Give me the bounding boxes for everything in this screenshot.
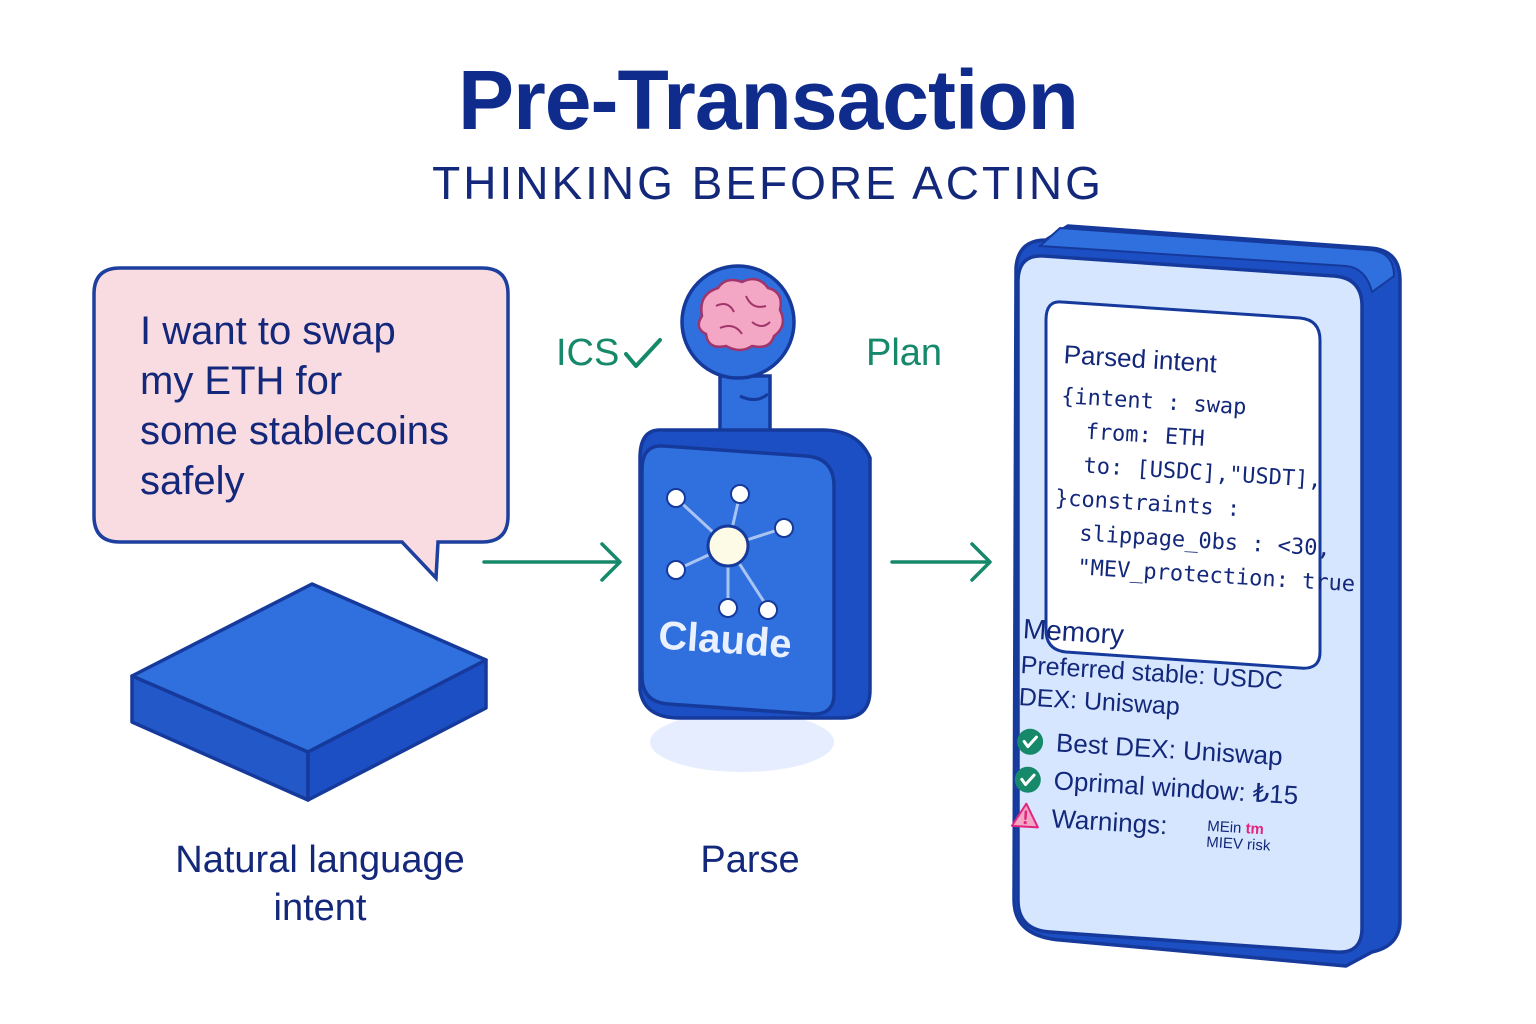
warning-details: MEin tm MIEV risk	[1205, 818, 1272, 855]
intent-line: safely	[140, 459, 245, 503]
memory-panel-frame	[1012, 224, 1402, 968]
memory-panel: Parsed intent {intent : swap from: ETH t…	[973, 252, 1356, 971]
intent-line: I want to swap	[140, 309, 396, 353]
brain-icon	[697, 277, 785, 352]
check-row: Best DEX: Uniswap	[1015, 721, 1317, 777]
claude-figure	[638, 264, 872, 720]
arrow-right-icon	[482, 542, 622, 582]
speech-bubble	[92, 266, 510, 583]
check-row: Oprimal window: ₺15	[1013, 759, 1315, 815]
warning-icon	[1010, 802, 1039, 829]
warnings-label: Warnings:	[1050, 803, 1169, 841]
caption-line: Natural language	[175, 839, 465, 881]
plan-label: Plan	[866, 332, 943, 374]
check-icon	[1014, 766, 1041, 793]
caption-line: intent	[273, 887, 367, 929]
natural-language-caption: Natural language intent	[120, 836, 520, 932]
parse-caption: Parse	[700, 839, 800, 881]
intent-line: my ETH for	[140, 359, 343, 403]
blue-slab	[130, 582, 488, 802]
intent-line: some stablecoins	[140, 409, 450, 453]
ics-label: ICS	[556, 332, 620, 374]
parsed-intent-box: Parsed intent {intent : swap from: ETH t…	[1030, 310, 1355, 632]
parsed-intent-title: Parsed intent	[1062, 339, 1218, 379]
intent-text: I want to swap my ETH for some stablecoi…	[140, 306, 500, 506]
check-icon	[624, 338, 662, 368]
warning-row: Warnings: MEin tm MIEV risk	[1010, 797, 1312, 855]
memory-section: Memory Preferred stable: USDC DEX: Unisw…	[1010, 613, 1323, 855]
check-icon	[1017, 728, 1044, 755]
page-subtitle: THINKING BEFORE ACTING	[432, 157, 1104, 209]
page-title: Pre-Transaction	[458, 53, 1079, 147]
warning-item: MIEV risk	[1205, 833, 1271, 855]
arrow-right-icon	[890, 542, 992, 582]
